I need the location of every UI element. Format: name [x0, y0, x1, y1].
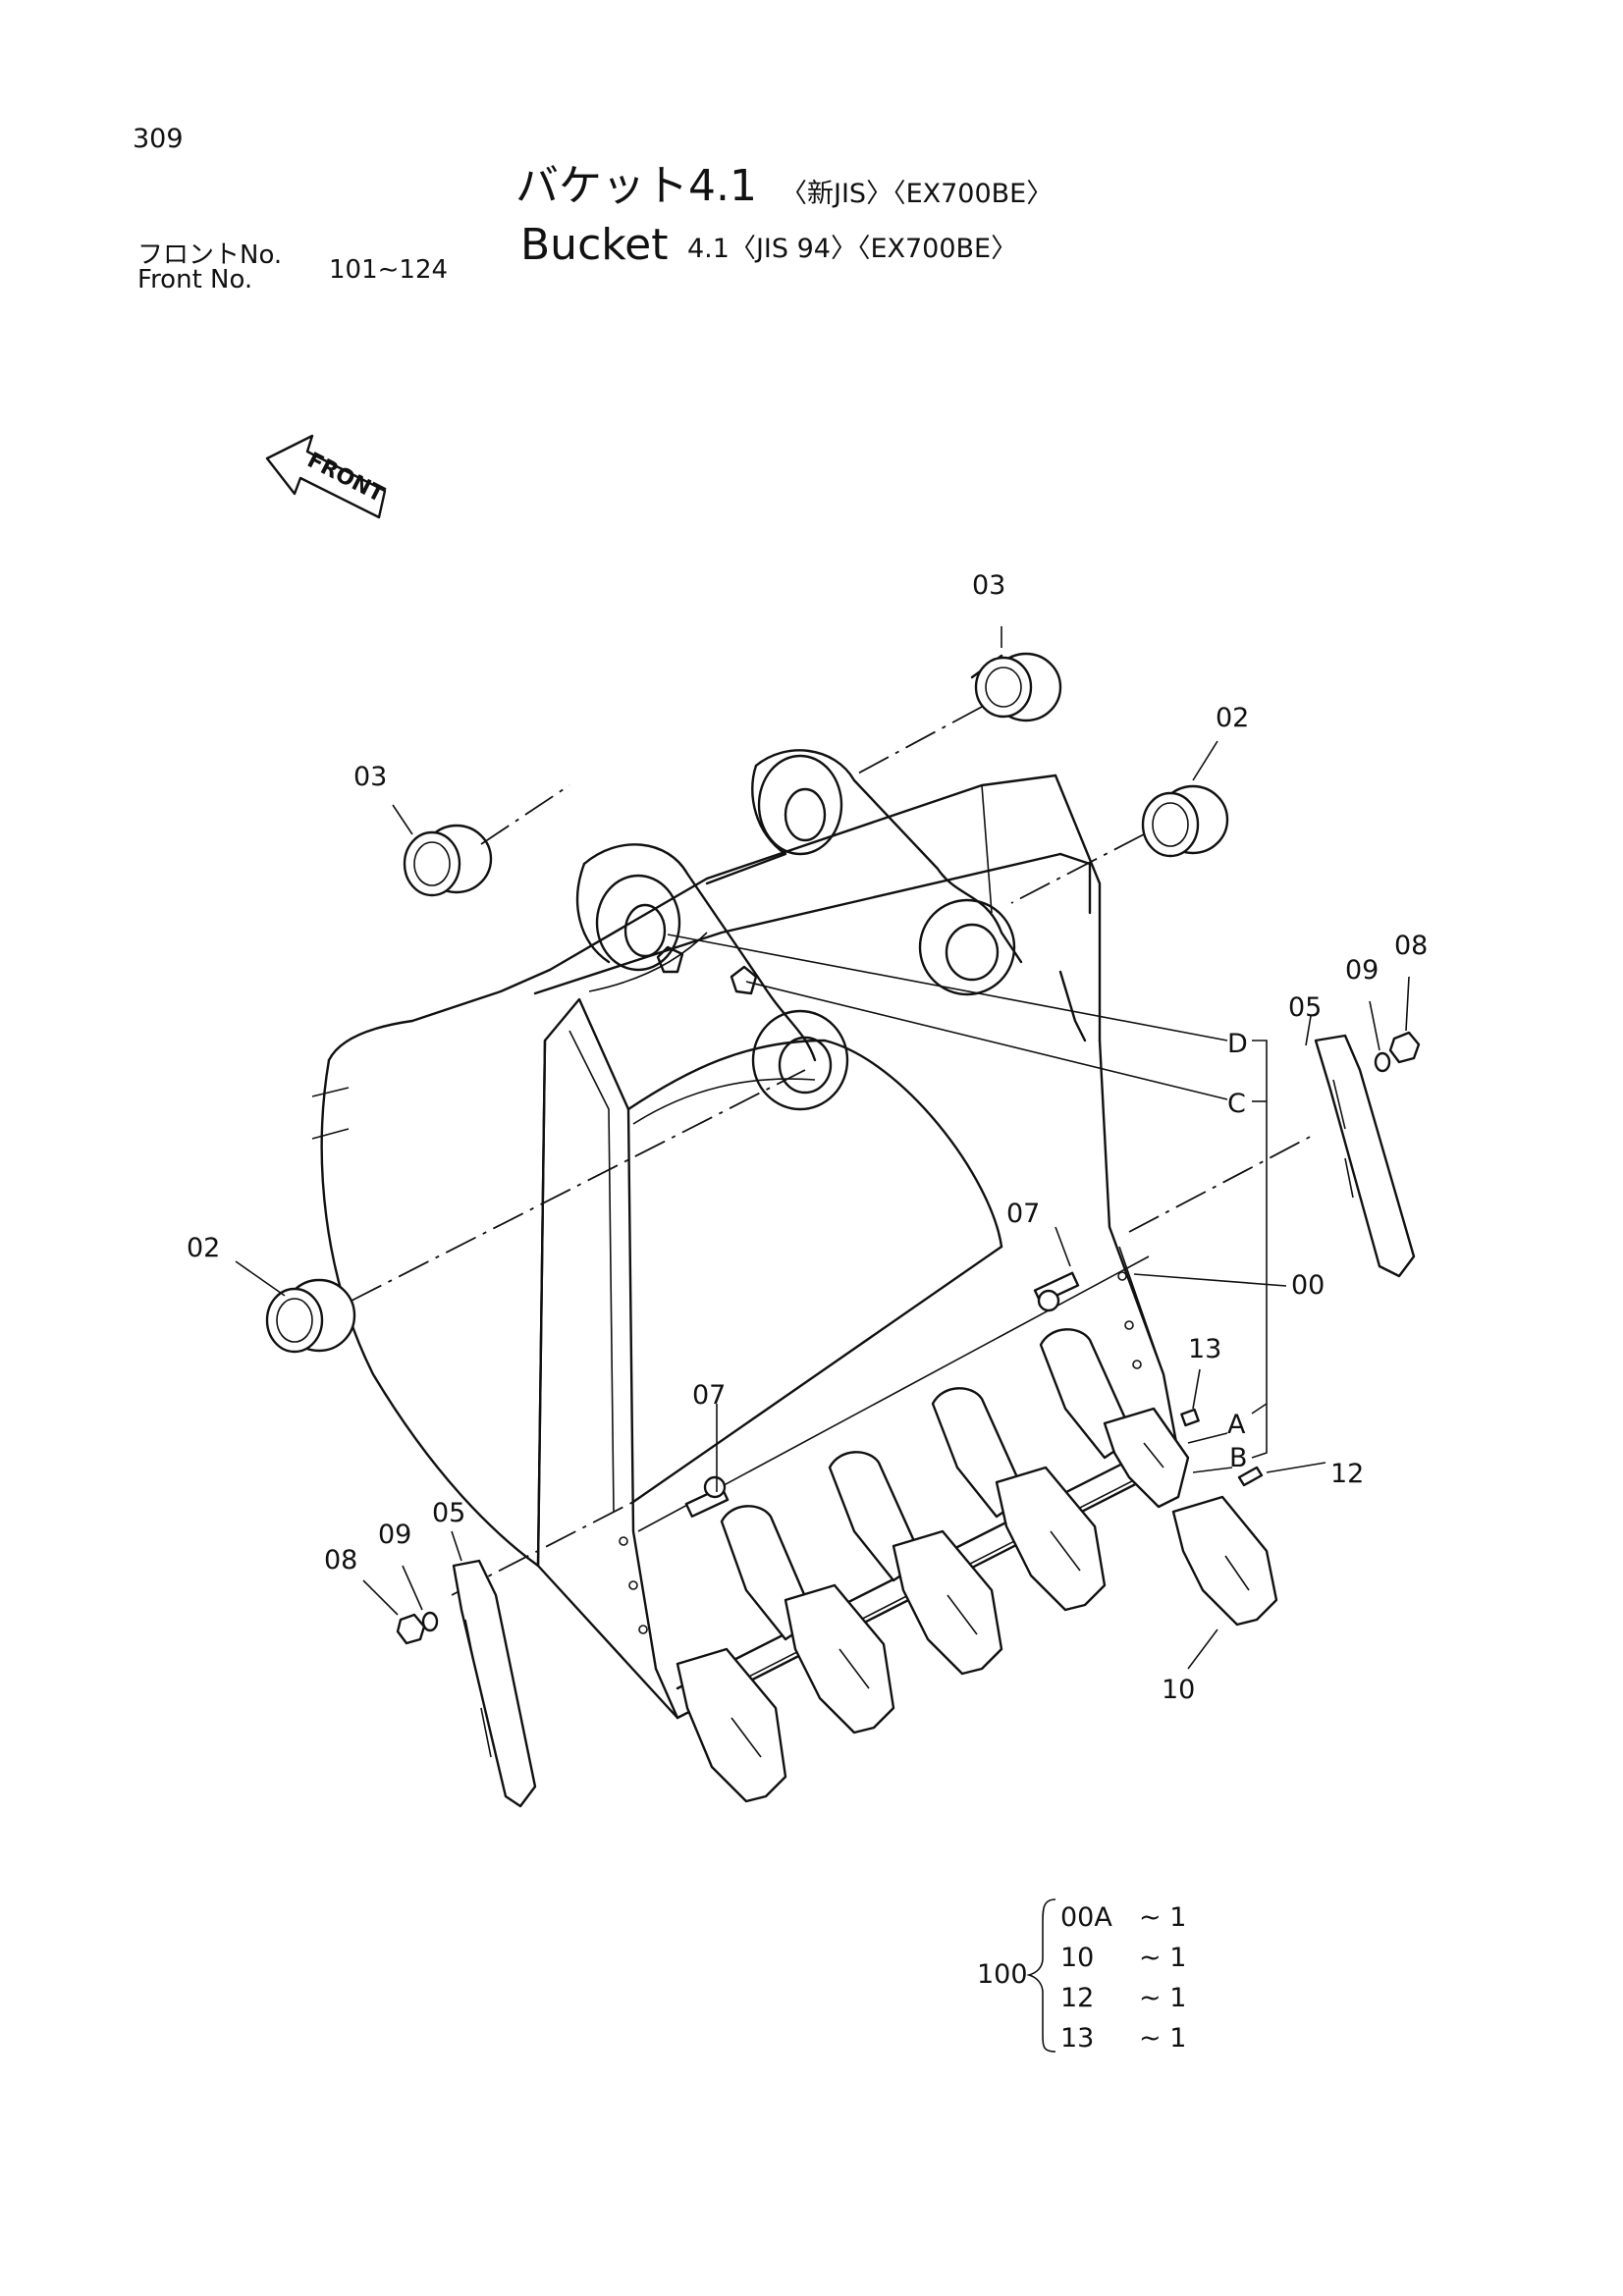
center-lines — [351, 706, 1317, 1596]
callout-13: 13 — [1188, 1334, 1221, 1364]
callout-09-right: 09 — [1345, 955, 1379, 986]
assembly-item-part: 13 — [1060, 2023, 1094, 2054]
front-arrow-icon: FRONT — [265, 434, 388, 519]
title-japanese-tags: 〈新JIS〉〈EX700BE〉 — [781, 179, 1054, 209]
assembly-item-part: 10 — [1060, 1943, 1094, 1973]
tooth-10-exploded — [1171, 1495, 1278, 1627]
bolt-07-upper — [1033, 1271, 1080, 1312]
front-no-label-english: Front No. — [137, 265, 253, 294]
side-cutter-05-right — [1314, 1034, 1416, 1278]
nut-08-left — [396, 1613, 426, 1645]
front-no-range: 101∼124 — [329, 255, 449, 285]
title-japanese: バケット4.1 — [515, 161, 757, 211]
tooth-5 — [1039, 1328, 1190, 1509]
callout-02-left: 02 — [187, 1233, 220, 1263]
assembly-item-qty: ~ 1 — [1139, 2023, 1186, 2054]
ref-c: C — [1227, 1089, 1246, 1119]
callout-07-lower: 07 — [692, 1380, 726, 1411]
tooth-4 — [931, 1387, 1107, 1612]
callout-12: 12 — [1330, 1459, 1364, 1489]
reference-leader-lines — [235, 626, 1410, 1670]
hinge-brackets — [576, 749, 1023, 1111]
washer-09-left — [421, 1611, 439, 1632]
callout-02-right: 02 — [1216, 703, 1249, 733]
callout-05-right: 05 — [1288, 992, 1322, 1023]
callout-03-top: 03 — [972, 570, 1005, 601]
ref-b: B — [1229, 1443, 1248, 1473]
assembly-item-part: 00A — [1060, 1902, 1112, 1933]
callout-07-upper: 07 — [1006, 1199, 1040, 1229]
ref-d: D — [1227, 1029, 1248, 1059]
bushing-03-left — [403, 824, 493, 897]
front-no-label-japanese: フロントNo. — [137, 240, 283, 270]
title-english: Bucket — [520, 220, 669, 270]
assembly-label: 100 — [977, 1959, 1028, 1990]
nut-08-right — [1388, 1031, 1421, 1064]
pin-12 — [1237, 1466, 1264, 1487]
bucket-teeth — [676, 1328, 1278, 1803]
tooth-3 — [828, 1451, 1003, 1676]
assembly-item-part: 12 — [1060, 1983, 1094, 2013]
bushing-02-right — [1141, 784, 1229, 858]
bushing-03-top — [970, 652, 1062, 722]
assembly-item-qty: ~ 1 — [1139, 1943, 1186, 1973]
side-cutter-05-left — [452, 1559, 537, 1808]
assembly-item-qty: ~ 1 — [1139, 1902, 1186, 1933]
callout-08-right: 08 — [1394, 931, 1428, 961]
assembly-bracket: 100 00A ~ 1 10 ~ 1 12 ~ 1 13 ~ 1 — [977, 1898, 1186, 2054]
callout-00: 00 — [1291, 1270, 1325, 1301]
callout-03-left: 03 — [353, 762, 387, 792]
tooth-2 — [720, 1505, 895, 1735]
callout-10: 10 — [1162, 1675, 1195, 1705]
title-english-tags: 4.1〈JIS 94〉〈EX700BE〉 — [687, 234, 1018, 264]
page-number: 309 — [133, 124, 184, 154]
tooth-1 — [676, 1647, 787, 1803]
bolt-07-lower — [684, 1475, 730, 1518]
bushing-02-left — [265, 1278, 356, 1354]
callout-05-left: 05 — [432, 1498, 465, 1528]
callout-labels: 03 02 03 08 09 05 D C 07 00 02 13 07 A B… — [187, 570, 1428, 1705]
callout-08-left: 08 — [324, 1545, 357, 1575]
lock-13 — [1180, 1408, 1200, 1427]
callout-09-left: 09 — [378, 1520, 411, 1550]
ref-a: A — [1227, 1410, 1246, 1440]
assembly-item-qty: ~ 1 — [1139, 1983, 1186, 2013]
washer-09-right — [1374, 1051, 1391, 1073]
